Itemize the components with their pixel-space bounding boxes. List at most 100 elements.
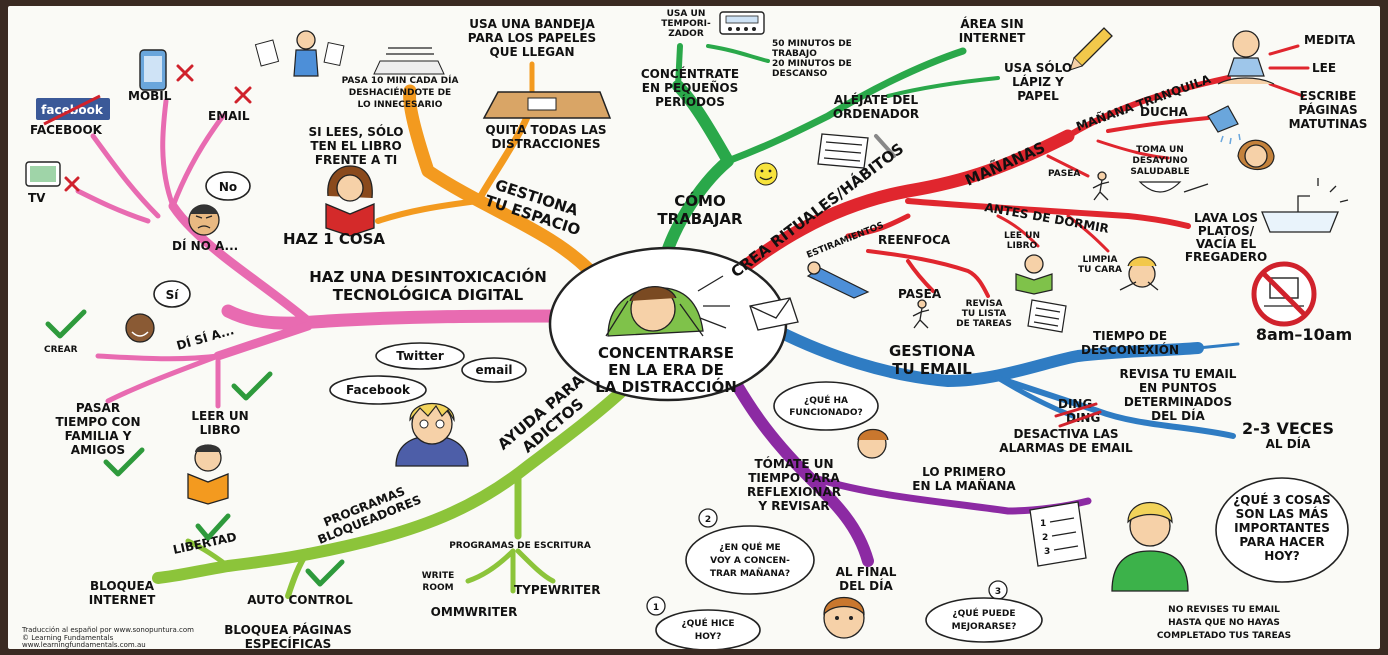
tv-x-icon <box>64 176 80 192</box>
woman-face-icon <box>1237 139 1275 170</box>
n1-label: 1 <box>653 603 659 613</box>
desactiva-line-1: DESACTIVA LAS <box>1013 427 1118 441</box>
stretching-person-icon <box>806 261 870 299</box>
norevises-line-2: HASTA QUE NO HAYAS <box>1168 618 1280 628</box>
escribe-line-2: PÁGINAS <box>1298 102 1357 117</box>
reflexionar-line-2: TIEMPO PARA <box>748 471 840 485</box>
mejorarse-line-1: ¿QUÉ PUEDE <box>952 607 1015 619</box>
revisa-email-line-2: EN PUNTOS <box>1139 381 1217 395</box>
area-line-2: INTERNET <box>959 31 1026 45</box>
washing-face-icon <box>1119 256 1159 291</box>
que-hice-bubble: ¿QUÉ HICE HOY? <box>655 609 761 649</box>
limpia-line-1: LIMPIA <box>1083 255 1118 265</box>
quita-line-2: DISTRACCIONES <box>492 137 601 151</box>
section-adictos: AYUDA PARA ADICTOS Twitter email Faceboo… <box>89 342 600 649</box>
concentrate-line-2: EN PEQUEÑOS <box>642 80 738 95</box>
n3-label: 3 <box>995 587 1001 597</box>
pencil-icon <box>1069 27 1113 71</box>
number-1-badge: 1 <box>646 596 666 616</box>
svg-text:2: 2 <box>1042 533 1048 543</box>
write-line-1: WRITE <box>422 571 455 581</box>
section-como-trabajar: CÓMO TRABAJAR USA UN TEMPORI- ZADOR 50 M… <box>641 9 1113 228</box>
concentrate-line-1: CONCÉNTRATE <box>641 66 739 81</box>
branch-pasea <box>1046 154 1090 178</box>
crear-check-icon <box>45 309 87 339</box>
hice-line-1: ¿QUÉ HICE <box>681 617 734 629</box>
branch-concentrate <box>675 43 683 89</box>
revisa-email-line-1: REVISA TU EMAIL <box>1120 367 1237 381</box>
section-gestiona-espacio: GESTIONA TU ESPACIO USA UNA BANDEJA PARA… <box>254 17 612 248</box>
twitter-label: Twitter <box>396 349 444 363</box>
bowl-icon <box>1138 181 1209 193</box>
pasea2-label: PASEA <box>898 287 942 301</box>
mobile-phone-icon <box>139 49 167 91</box>
desintox-line-1: HAZ UNA DESINTOXICACIÓN <box>309 267 547 286</box>
minutos-line-4: DESCANSO <box>772 69 828 79</box>
toma-line-3: SALUDABLE <box>1130 167 1189 177</box>
que-ha-line-1: ¿QUÉ HA <box>804 394 848 406</box>
facebook-bubble: Facebook <box>329 375 427 405</box>
lava-line-1: LAVA LOS <box>1194 211 1258 225</box>
mind-map: CONCENTRARSE EN LA ERA DE LA DISTRACCIÓN… <box>21 9 1368 649</box>
no-bubble: No <box>205 171 251 201</box>
minutos-line-3: 20 MINUTOS DE <box>772 59 852 69</box>
escribe-line-1: ESCRIBE <box>1300 89 1357 103</box>
toma-line-1: TOMA UN <box>1136 145 1184 155</box>
lee-label: LEE <box>1312 61 1336 75</box>
tres-line-4: PARA HACER <box>1239 535 1324 549</box>
temporizador-line-1: USA UN <box>667 9 706 19</box>
email-branch-line-1: GESTIONA <box>889 342 975 360</box>
bloquea-line-1: BLOQUEA <box>90 579 155 593</box>
curious-boy-icon <box>823 596 865 639</box>
branch-libertad <box>185 538 231 569</box>
veces-line-1: 2-3 VECES <box>1242 419 1334 438</box>
leer-line-2: LIBRO <box>200 423 241 437</box>
walking-person-2-icon <box>912 299 930 329</box>
credit-line-2: © Learning Fundamentals <box>22 634 114 642</box>
temporizador-line-3: ZADOR <box>668 29 704 39</box>
branch-horario <box>1196 342 1240 350</box>
ducha-label: DUCHA <box>1140 105 1189 119</box>
bandeja-line-2: PARA LOS PAPELES <box>468 31 596 45</box>
mobil-label: MOBIL <box>128 89 172 103</box>
en-que-bubble: ¿EN QUÉ ME VOY A CONCEN- TRAR MAÑANA? <box>685 525 815 595</box>
woman-holding-list-icon <box>1111 501 1189 592</box>
desintox-line-2: TECNOLÓGICA DIGITAL <box>333 285 524 304</box>
tres-line-1: ¿QUÉ 3 COSAS <box>1233 492 1330 507</box>
haz1-label: HAZ 1 COSA <box>283 230 385 248</box>
desactiva-line-2: ALARMAS DE EMAIL <box>999 441 1133 455</box>
mobile-x-icon <box>176 64 194 82</box>
escribe-line-3: MATUTINAS <box>1289 117 1368 131</box>
tiempo-line-1: TIEMPO DE <box>1093 329 1167 343</box>
leeunlibro-line-1: LEE UN <box>1004 231 1040 241</box>
svg-text:1: 1 <box>1040 519 1046 529</box>
pasa10-line-1: PASA 10 MIN CADA DÍA <box>342 74 459 86</box>
enque-line-3: TRAR MAÑANA? <box>710 568 790 579</box>
angry-face-icon <box>188 204 220 236</box>
sink-icon <box>1261 178 1349 233</box>
meditating-person-icon <box>1217 30 1275 85</box>
desintox-email-label: EMAIL <box>208 109 250 123</box>
branch-disi-leaves <box>95 353 221 409</box>
omm-label: OMMWRITER <box>431 605 518 619</box>
center-line-1: CONCENTRARSE <box>598 344 734 362</box>
lava-line-4: FREGADERO <box>1185 250 1267 264</box>
silees-line-2: TEN EL LIBRO <box>310 139 401 153</box>
paginas-line-2: ESPECÍFICAS <box>245 636 332 649</box>
tv-label: TV <box>28 191 46 205</box>
bandeja-line-1: USA UNA BANDEJA <box>469 17 595 31</box>
section-reflexionar: ¿QUÉ HA FUNCIONADO? TÓMATE UN TIEMPO PAR… <box>646 381 1349 649</box>
branch-haz1 <box>375 198 481 224</box>
dino-label: DÍ NO A... <box>172 238 238 253</box>
branch-antes <box>905 198 1191 229</box>
branch-como-trabajar <box>657 80 734 274</box>
svg-text:3: 3 <box>1044 547 1050 557</box>
hice-line-2: HOY? <box>695 632 722 642</box>
tres-line-5: HOY? <box>1264 549 1300 563</box>
silees-line-3: FRENTE A TI <box>315 153 397 167</box>
person-throwing-papers-icon <box>254 30 445 77</box>
disi-label: DÍ SÍ A... <box>175 322 236 353</box>
branch-revisa <box>995 375 1236 439</box>
credit-line-3: www.learningfundamentals.com.au <box>22 641 146 649</box>
reading-boy-icon <box>187 444 229 505</box>
